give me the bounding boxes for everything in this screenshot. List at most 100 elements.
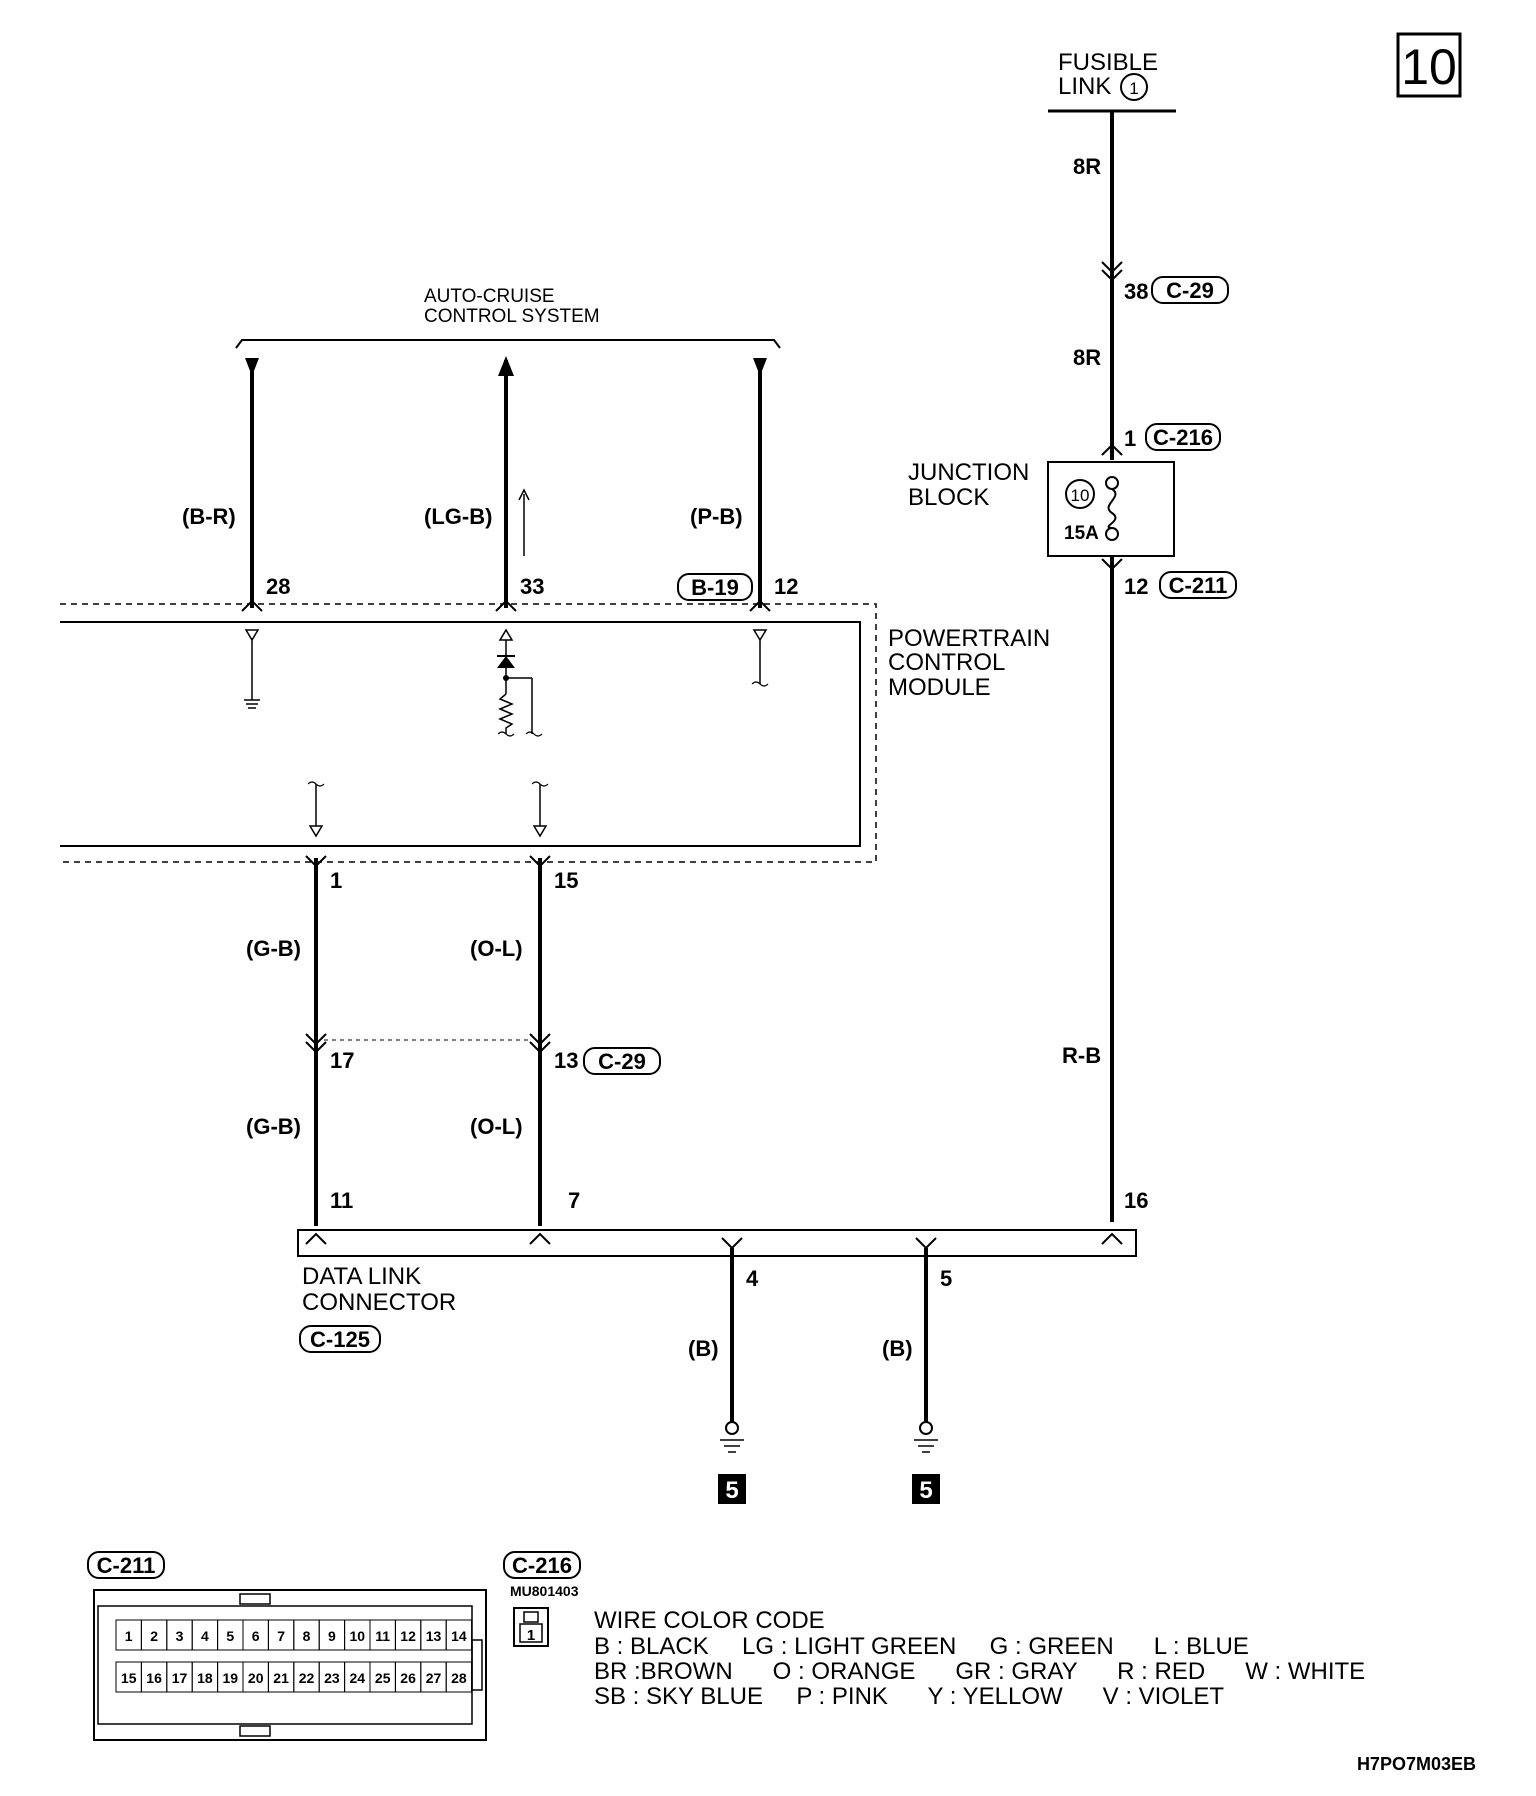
wire-color-lg-b: (LG-B)	[424, 504, 492, 529]
connector-c211-latch-top	[239, 1593, 271, 1605]
arrow-up-lg-b	[498, 356, 514, 376]
connector-c125-frame	[299, 1325, 381, 1353]
connector-mark-1	[305, 855, 327, 868]
pin-38: 38	[1124, 279, 1148, 304]
connector-mark-38b	[1101, 269, 1123, 282]
auto-cruise-bracket	[235, 339, 781, 349]
pcm-label-line2: CONTROL	[888, 649, 1005, 676]
wire-color-b-4: (B)	[688, 1336, 719, 1361]
wire-color-rb: R-B	[1062, 1043, 1101, 1068]
connector-c211-body	[97, 1605, 473, 1725]
connector-c216-part-number: MU801403	[510, 1583, 579, 1599]
pin-28: 28	[266, 574, 290, 599]
wire-color-8r-top: 8R	[1073, 154, 1101, 179]
connector-c29-top: C-29	[1166, 278, 1214, 303]
ground-symbol-internal	[244, 699, 260, 709]
fuse-amp: 15A	[1064, 523, 1099, 544]
wave-mark-33b	[525, 731, 543, 737]
wire-color-code-line2: BR :BROWN O : ORANGE GR : GRAY R : RED W…	[594, 1658, 1365, 1685]
fusible-link-label-line1: FUSIBLE	[1058, 49, 1158, 76]
junction-block-label-line1: JUNCTION	[908, 459, 1029, 486]
pin-5-dlc: 5	[940, 1266, 952, 1291]
c211-pin-number: 24	[350, 1670, 366, 1686]
fuse-number-circle	[1065, 479, 1095, 509]
connector-c216-latch	[523, 1611, 539, 1623]
page-number: 10	[1401, 39, 1457, 95]
connector-mark-jb1	[1101, 443, 1123, 456]
wire-color-code-line1: B : BLACK LG : LIGHT GREEN G : GREEN L :…	[594, 1633, 1249, 1660]
wire-color-code-line3: SB : SKY BLUE P : PINK Y : YELLOW V : VI…	[594, 1683, 1224, 1710]
connector-mark-17a	[305, 1033, 327, 1046]
connector-c29-mid: C-29	[598, 1049, 646, 1074]
signal-direction-arrowhead	[518, 488, 530, 501]
c211-pin-number: 12	[400, 1628, 416, 1644]
dlc-label-line1: DATA LINK	[302, 1263, 421, 1290]
ground-point-badge-4	[718, 1474, 746, 1504]
pcm-internal-terminal-28	[244, 629, 260, 642]
c211-pin-number: 3	[176, 1628, 184, 1644]
connector-c211-outline	[93, 1589, 487, 1741]
pcm-label-line1: POWERTRAIN	[888, 625, 1050, 652]
connector-c125: C-125	[310, 1327, 370, 1352]
wire-color-b-r: (B-R)	[182, 504, 236, 529]
pcm-internal-terminal-12	[752, 629, 768, 642]
c211-pin-number: 6	[252, 1628, 260, 1644]
data-link-connector-box	[297, 1229, 1137, 1257]
fusible-link-label-line2: LINK	[1058, 73, 1111, 100]
c211-pin-number: 9	[328, 1628, 336, 1644]
connector-c211-tab-right	[471, 1639, 483, 1691]
wire-color-g-b-2: (G-B)	[246, 1114, 301, 1139]
junction-block-box	[1047, 461, 1175, 557]
c211-pin-number: 5	[226, 1628, 234, 1644]
ground-symbol-4	[720, 1439, 744, 1453]
pcm-label-line3: MODULE	[888, 674, 991, 701]
dlc-pin-mark-4	[721, 1237, 743, 1250]
c211-pin-number: 8	[303, 1628, 311, 1644]
ground-point-4: 5	[725, 1477, 738, 1504]
c211-pin-number: 7	[277, 1628, 285, 1644]
c211-pin-cell	[445, 1619, 473, 1651]
wire-color-p-b: (P-B)	[690, 504, 743, 529]
dlc-label-line2: CONNECTOR	[302, 1289, 456, 1316]
pin-13: 13	[554, 1048, 578, 1073]
pin-12-junction: 12	[1124, 574, 1148, 599]
connector-c211-face-label: C-211	[97, 1553, 156, 1578]
dlc-pin-mark-16	[1101, 1232, 1123, 1245]
pin-4-dlc: 4	[746, 1266, 759, 1291]
ground-symbol-5	[914, 1439, 938, 1453]
pin-15-pcm: 15	[554, 868, 578, 893]
fuse-terminal-bottom	[1105, 527, 1119, 541]
c211-pin-number: 25	[375, 1670, 391, 1686]
fusible-link-number-circle	[1120, 73, 1148, 101]
connector-mark-17b	[305, 1041, 327, 1054]
arrow-down-b-r	[245, 358, 259, 376]
junction-block-label-line2: BLOCK	[908, 484, 989, 511]
connector-mark-13a	[529, 1033, 551, 1046]
c211-pin-number: 19	[223, 1670, 239, 1686]
connector-c211-latch-bottom	[239, 1725, 271, 1737]
wave-mark-33a	[497, 731, 515, 737]
connector-mark-28	[241, 599, 263, 612]
ground-terminal-5	[919, 1421, 933, 1435]
diode-symbol	[497, 656, 515, 668]
dlc-pin-mark-5	[915, 1237, 937, 1250]
pin-33: 33	[520, 574, 544, 599]
c211-pin-number: 13	[426, 1628, 442, 1644]
document-code: H7PO7M03EB	[1357, 1754, 1476, 1774]
wave-mark-12	[751, 681, 769, 687]
pcm-internal-terminal-33	[498, 628, 514, 641]
pin-1-junction: 1	[1124, 426, 1136, 451]
dlc-pin-mark-11	[305, 1232, 327, 1245]
connector-mark-jb12	[1101, 558, 1123, 571]
c211-pin-number: 26	[400, 1670, 416, 1686]
c211-pin-number: 14	[451, 1628, 467, 1644]
fuse-element	[1107, 488, 1117, 529]
c211-pin-number: 16	[146, 1670, 162, 1686]
wire-color-code-title: WIRE COLOR CODE	[594, 1607, 825, 1634]
c211-pin-number: 27	[426, 1670, 442, 1686]
wire-color-o-l-2: (O-L)	[470, 1114, 523, 1139]
connector-mark-12	[749, 599, 771, 612]
c211-pin-number: 4	[201, 1628, 209, 1644]
pcm-inner-box	[60, 621, 861, 847]
